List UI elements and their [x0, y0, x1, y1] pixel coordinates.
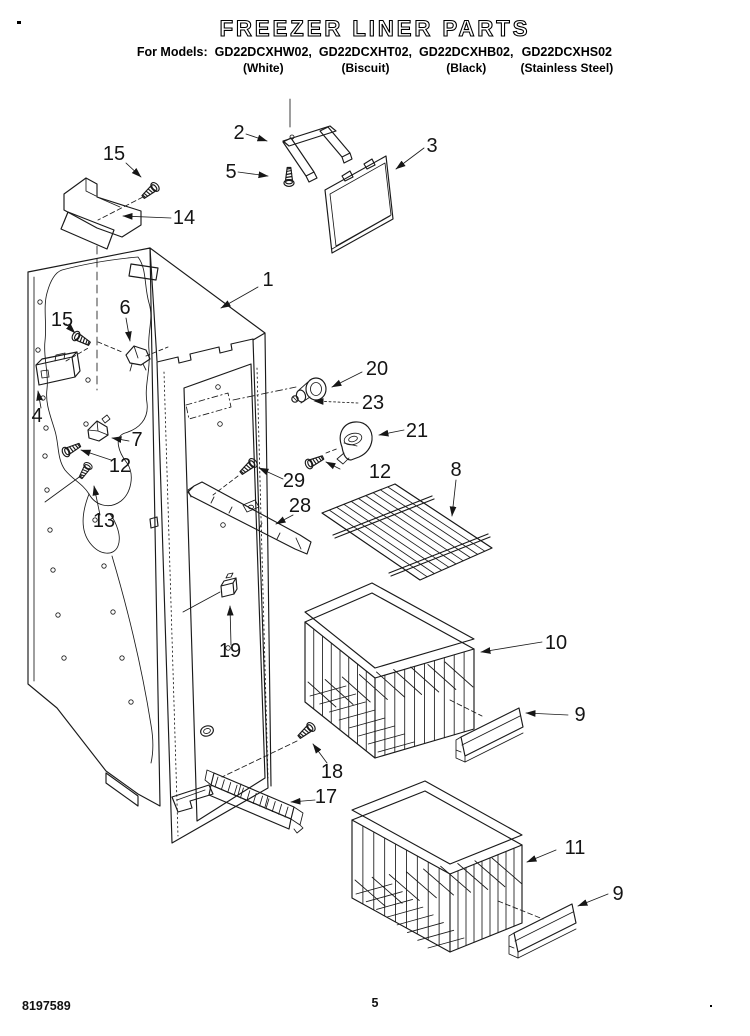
- callout-10: 10: [545, 632, 567, 654]
- header: FREEZER LINER PARTS For Models: GD22DCXH…: [0, 15, 750, 75]
- model-column: GD22DCXHT02, (Biscuit): [319, 45, 412, 75]
- model-color: (White): [242, 61, 284, 75]
- part-wingnut-7: [60, 414, 111, 459]
- callout-labels: 15 14 2 5 3 1 15 6 4 7 12 13 20 23 21 12…: [31, 122, 623, 905]
- callout-8: 8: [450, 459, 461, 481]
- model-number: GD22DCXHW02,: [214, 45, 312, 59]
- page-number: 5: [371, 996, 379, 1010]
- part-support-21: [303, 421, 373, 471]
- part-bracket-2: [282, 98, 353, 183]
- callout-12-left: 12: [109, 455, 131, 477]
- model-column: GD22DCXHW02, (White): [215, 45, 312, 75]
- callout-14: 14: [173, 207, 195, 229]
- part-grille-3: [324, 155, 394, 254]
- model-column: GD22DCXHB02, (Black): [419, 45, 513, 75]
- part-screw-15-left: [65, 329, 169, 362]
- callout-leaders: [36, 133, 609, 907]
- part-screw-29: [212, 456, 260, 496]
- part-rail-17: [204, 769, 304, 834]
- callout-23: 23: [362, 392, 384, 414]
- part-screw-23: [291, 395, 299, 403]
- part-grommet-20: [291, 377, 327, 404]
- screw-15-upper: [139, 180, 162, 202]
- callout-19: 19: [219, 640, 241, 662]
- models-line: For Models: GD22DCXHW02, (White) GD22DCX…: [0, 45, 750, 75]
- panel-screw-holes: [35, 299, 134, 705]
- liner-front-frame: [149, 247, 297, 844]
- stray-print-dot: [710, 1005, 712, 1007]
- doc-number: 8197589: [22, 999, 71, 1013]
- part-bracket-4: [35, 351, 81, 386]
- model-color: (Biscuit): [341, 61, 390, 75]
- callout-3: 3: [426, 135, 437, 157]
- callout-28: 28: [289, 495, 311, 517]
- model-color: (Black): [446, 61, 487, 75]
- callout-15-upper: 15: [103, 143, 125, 165]
- callout-18: 18: [321, 761, 343, 783]
- callout-15-left: 15: [51, 309, 73, 331]
- callout-9-lower: 9: [612, 883, 623, 905]
- part-trim-9-upper: [449, 699, 524, 763]
- part-screw-13: [44, 460, 94, 503]
- models-prefix: For Models:: [136, 45, 208, 59]
- screw-12-mid: [303, 452, 326, 471]
- page-title: FREEZER LINER PARTS: [219, 15, 531, 41]
- model-number: GD22DCXHS02: [521, 45, 612, 59]
- callout-17: 17: [315, 786, 337, 808]
- model-number: GD22DCXHT02,: [318, 45, 412, 59]
- callout-2: 2: [233, 122, 244, 144]
- callout-1: 1: [262, 269, 273, 291]
- stray-print-dot: [17, 21, 21, 24]
- part-clip-6: [125, 345, 151, 372]
- callout-7: 7: [131, 429, 142, 451]
- part-trim-9-lower: [497, 900, 577, 959]
- part-wire-shelf-8: [321, 483, 493, 581]
- part-rail-28: [187, 481, 312, 555]
- liner-back-panel: [27, 245, 161, 807]
- callout-13: 13: [93, 510, 115, 532]
- callout-12-mid: 12: [369, 461, 391, 483]
- part-screw-18: [221, 720, 318, 778]
- callout-4: 4: [31, 405, 42, 427]
- screw-12-left: [60, 439, 83, 459]
- callout-5: 5: [225, 161, 236, 183]
- part-bracket-14: [60, 177, 162, 250]
- callout-9-upper: 9: [574, 704, 585, 726]
- callout-20: 20: [366, 358, 388, 380]
- model-column: GD22DCXHS02 (Stainless Steel): [520, 45, 613, 75]
- model-number: GD22DCXHB02,: [419, 45, 514, 59]
- callout-6: 6: [119, 297, 130, 319]
- part-screw-5: [283, 166, 295, 187]
- part-basket-11: [351, 780, 523, 953]
- callout-29: 29: [283, 470, 305, 492]
- part-clip-19: [182, 572, 238, 613]
- callout-21: 21: [406, 420, 428, 442]
- part-basket-10: [304, 582, 475, 759]
- callout-11: 11: [565, 837, 586, 859]
- model-color: (Stainless Steel): [520, 61, 614, 75]
